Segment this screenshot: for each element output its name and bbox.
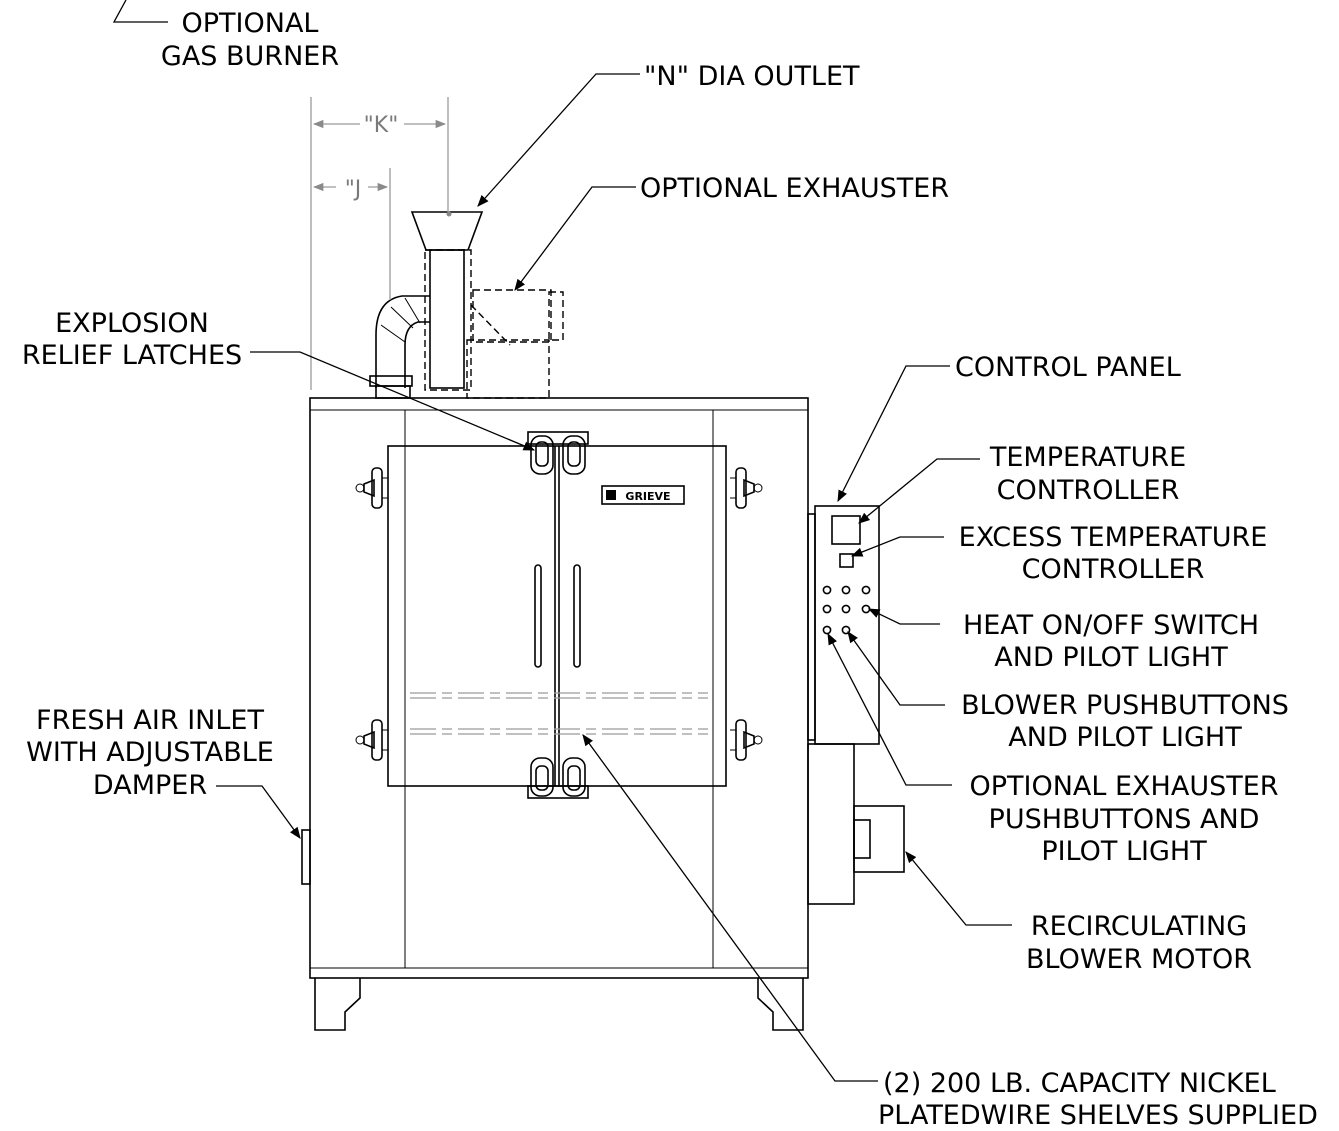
callout-optional-gas-burner: OPTIONAL GAS BURNER — [161, 8, 339, 72]
label-fresh-line3: DAMPER — [93, 770, 207, 801]
label-excess-line2: CONTROLLER — [1022, 554, 1205, 585]
label-exh-line1: OPTIONAL EXHAUSTER — [969, 771, 1278, 802]
recirculating-blower-motor — [807, 743, 905, 905]
outlet-stack — [410, 211, 484, 391]
fresh-air-inlet — [301, 829, 311, 885]
shelves-hidden-lines — [410, 692, 708, 735]
callout-temperature-controller: TEMPERATURE CONTROLLER — [989, 442, 1186, 506]
label-exh-line2: PUSHBUTTONS AND — [989, 804, 1260, 835]
callout-excess-temperature-controller: EXCESS TEMPERATURE CONTROLLER — [959, 522, 1268, 585]
callout-heat-switch: HEAT ON/OFF SWITCH AND PILOT LIGHT — [963, 610, 1259, 673]
label-n-dia-outlet: "N" DIA OUTLET — [644, 61, 860, 92]
panel-pilot-lights — [822, 585, 871, 635]
callout-blower-pushbuttons: BLOWER PUSHBUTTONS AND PILOT LIGHT — [961, 690, 1289, 753]
label-relief-line2: RELIEF LATCHES — [22, 340, 242, 371]
label-temp-controller-line2: CONTROLLER — [997, 475, 1180, 506]
callout-explosion-relief-latches: EXPLOSION RELIEF LATCHES — [22, 308, 242, 371]
label-heat-line1: HEAT ON/OFF SWITCH — [963, 610, 1259, 641]
oven-doors: GRIEVE — [387, 445, 727, 787]
label-shelves-line1: (2) 200 LB. CAPACITY NICKEL — [883, 1068, 1276, 1099]
callout-blower-motor: RECIRCULATING BLOWER MOTOR — [1026, 911, 1252, 975]
oven-legs — [314, 978, 804, 1031]
dimensions: "K" "J — [310, 97, 449, 390]
label-shelves-line2: PLATEDWIRE SHELVES SUPPLIED — [878, 1100, 1318, 1131]
excess-temperature-controller-display — [839, 553, 854, 568]
brand-plate-text: GRIEVE — [625, 490, 670, 503]
temperature-controller-display — [831, 515, 861, 545]
relief-latches — [527, 431, 589, 799]
label-excess-line1: EXCESS TEMPERATURE — [959, 522, 1268, 553]
callout-shelves: (2) 200 LB. CAPACITY NICKEL PLATEDWIRE S… — [878, 1068, 1318, 1131]
door-hinges — [355, 467, 763, 761]
label-exh-line3: PILOT LIGHT — [1041, 836, 1207, 867]
callout-exhauster-pushbuttons: OPTIONAL EXHAUSTER PUSHBUTTONS AND PILOT… — [969, 771, 1278, 867]
label-motor-line1: RECIRCULATING — [1031, 911, 1247, 942]
label-fresh-line2: WITH ADJUSTABLE — [26, 737, 274, 768]
label-temp-controller-line1: TEMPERATURE — [989, 442, 1186, 473]
optional-exhauster — [466, 289, 564, 399]
label-optional-exhauster: OPTIONAL EXHAUSTER — [640, 173, 949, 204]
exhaust-elbow — [369, 295, 430, 399]
label-gas-burner-line2: GAS BURNER — [161, 41, 339, 72]
label-fresh-line1: FRESH AIR INLET — [36, 705, 264, 736]
callout-fresh-air-inlet: FRESH AIR INLET WITH ADJUSTABLE DAMPER — [26, 705, 274, 801]
leader-lines — [112, 0, 1012, 1082]
label-control-panel: CONTROL PANEL — [955, 352, 1181, 383]
label-relief-line1: EXPLOSION — [55, 308, 209, 339]
label-blower-line2: AND PILOT LIGHT — [1008, 722, 1242, 753]
label-heat-line2: AND PILOT LIGHT — [994, 642, 1228, 673]
dimension-k: "K" — [364, 113, 399, 138]
label-gas-burner-line1: OPTIONAL — [182, 8, 319, 39]
label-motor-line2: BLOWER MOTOR — [1026, 944, 1252, 975]
label-blower-line1: BLOWER PUSHBUTTONS — [961, 690, 1289, 721]
control-panel — [807, 505, 880, 745]
dimension-j: "J — [345, 177, 362, 202]
